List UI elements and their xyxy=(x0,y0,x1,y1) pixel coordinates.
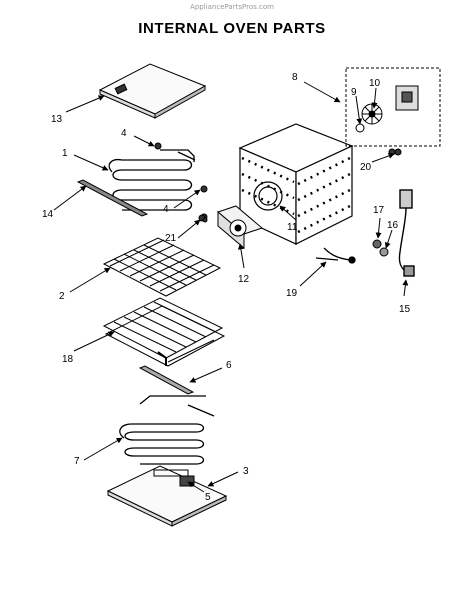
callout-labels: 13 4 1 14 4 21 2 18 6 7 3 5 8 9 10 11 12… xyxy=(42,72,411,503)
callout-15: 15 xyxy=(399,304,411,315)
callout-10: 10 xyxy=(369,78,381,89)
watermark: AppliancePartsPros.com xyxy=(190,3,274,11)
callout-19: 19 xyxy=(286,288,298,299)
trim-strip-part xyxy=(76,179,149,217)
callout-20: 20 xyxy=(360,162,372,173)
screw-part xyxy=(394,148,402,156)
callout-8: 8 xyxy=(292,72,298,83)
callout-12: 12 xyxy=(238,274,250,285)
screw-part xyxy=(198,214,208,223)
callout-4: 4 xyxy=(163,204,169,215)
callout-3: 3 xyxy=(243,466,249,477)
callout-17: 17 xyxy=(373,205,385,216)
fan-motor-part xyxy=(395,85,419,111)
broil-element-part xyxy=(108,149,196,211)
callout-11: 11 xyxy=(287,222,298,233)
callout-5: 5 xyxy=(205,492,211,503)
callout-18: 18 xyxy=(62,354,74,365)
fitting-part xyxy=(372,239,389,257)
bake-element-part xyxy=(119,395,215,465)
callout-13: 13 xyxy=(51,114,63,125)
top-panel-part xyxy=(98,63,207,119)
callout-1: 1 xyxy=(62,148,68,159)
callout-7: 7 xyxy=(74,456,80,467)
callout-2: 2 xyxy=(59,291,65,302)
bake-bracket-part xyxy=(138,365,195,395)
callout-21: 21 xyxy=(165,233,177,244)
callout-4: 4 xyxy=(121,128,127,139)
convection-fan-part xyxy=(355,103,383,133)
extension-rack-part xyxy=(102,297,226,367)
temperature-sensor-part xyxy=(315,247,356,264)
page-title: INTERNAL OVEN PARTS xyxy=(138,20,326,37)
leader-lines xyxy=(53,81,409,493)
oven-cavity-part xyxy=(238,123,354,245)
fan-inset-box xyxy=(345,67,441,147)
callout-16: 16 xyxy=(387,220,399,231)
wire-harness-part xyxy=(398,189,415,277)
fan-cover-part xyxy=(216,205,264,250)
bottom-cover-part xyxy=(106,465,228,527)
callout-6: 6 xyxy=(226,360,232,371)
callout-14: 14 xyxy=(42,209,54,220)
oven-rack-part xyxy=(102,237,222,297)
callout-9: 9 xyxy=(351,87,357,98)
